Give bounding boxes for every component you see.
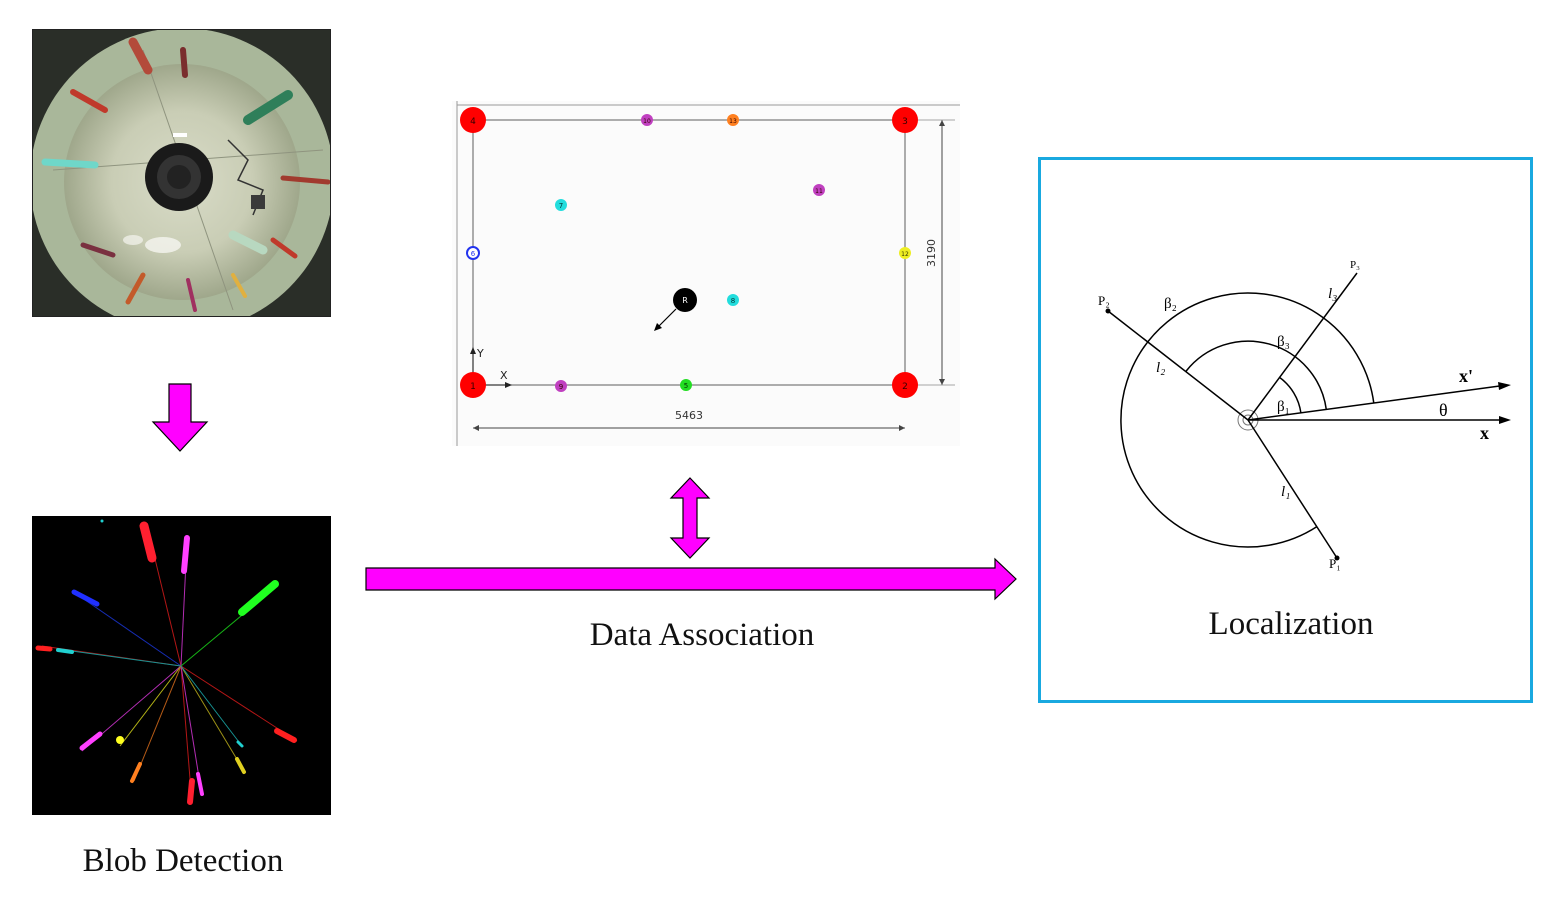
blob-detection-caption: Blob Detection bbox=[82, 843, 284, 879]
beta3-arc bbox=[1185, 340, 1328, 410]
magenta-bottom-blob bbox=[196, 772, 204, 796]
p2-ray bbox=[1107, 310, 1249, 421]
x-prime-axis-line bbox=[1247, 384, 1508, 421]
localization-diagram: x x' θ P₂ l₂ P₃ l₃ P₁ l₁ β₁ β₃ β₂ bbox=[1098, 259, 1511, 571]
magenta-left-blob bbox=[79, 731, 103, 751]
beta3-label: β₃ bbox=[1277, 334, 1290, 350]
svg-text:1: 1 bbox=[470, 382, 476, 392]
red-right-blob bbox=[274, 728, 297, 743]
beta2-arc bbox=[1120, 292, 1375, 548]
x-axis-label: x bbox=[1480, 423, 1489, 443]
orange-blob bbox=[130, 762, 142, 783]
landmark-6: 6 bbox=[466, 246, 480, 260]
red-small-blob bbox=[35, 645, 53, 652]
p1-label: P₁ bbox=[1329, 556, 1341, 571]
landmark-8: 8 bbox=[727, 294, 739, 306]
svg-text:11: 11 bbox=[815, 188, 823, 195]
svg-text:2: 2 bbox=[902, 382, 908, 392]
l1-label: l₁ bbox=[1281, 484, 1290, 500]
landmark-map: 5463 3190 Y X 1 2 3 4 5 6 7 8 9 10 11 12… bbox=[452, 101, 960, 446]
localization-caption: Localization bbox=[1208, 606, 1374, 642]
landmark-map-graphic: 5463 3190 Y X 1 2 3 4 5 6 7 8 9 10 11 12… bbox=[456, 101, 960, 446]
landmark-7: 7 bbox=[555, 199, 567, 211]
svg-text:13: 13 bbox=[729, 118, 737, 125]
l2-label: l₂ bbox=[1156, 360, 1165, 376]
landmark-4: 4 bbox=[460, 107, 486, 133]
landmark-5: 5 bbox=[680, 379, 692, 391]
red-blob bbox=[139, 521, 157, 563]
map-y-axis-label: Y bbox=[476, 347, 484, 360]
beta2-label: β₂ bbox=[1164, 296, 1177, 312]
landmark-12: 12 bbox=[899, 247, 911, 259]
robot-marker: R bbox=[654, 288, 697, 331]
map-x-axis-label: X bbox=[500, 369, 508, 382]
data-association-caption: Data Association bbox=[589, 617, 815, 653]
svg-text:3: 3 bbox=[902, 117, 908, 127]
beta1-arc bbox=[1279, 376, 1302, 414]
down-arrow-icon bbox=[151, 383, 209, 452]
p3-ray bbox=[1247, 272, 1358, 421]
right-arrow-icon bbox=[365, 557, 1017, 601]
svg-text:R: R bbox=[682, 296, 688, 305]
fisheye-image-graphic bbox=[33, 30, 330, 316]
svg-text:6: 6 bbox=[471, 250, 476, 258]
svg-text:9: 9 bbox=[559, 383, 563, 391]
svg-text:7: 7 bbox=[559, 202, 563, 210]
yellow-blob bbox=[116, 736, 124, 744]
svg-text:4: 4 bbox=[470, 117, 476, 127]
blob-image-graphic bbox=[32, 516, 331, 815]
green-blob bbox=[238, 580, 279, 616]
x-prime-axis-label: x' bbox=[1459, 366, 1473, 386]
landmark-1: 1 bbox=[460, 372, 486, 398]
width-dimension-label: 5463 bbox=[675, 409, 703, 422]
cyan-blob bbox=[56, 648, 74, 654]
p3-label: P₃ bbox=[1350, 259, 1360, 271]
fisheye-camera-image bbox=[32, 29, 331, 317]
landmark-13: 13 bbox=[727, 114, 739, 126]
theta-label: θ bbox=[1439, 400, 1448, 420]
landmark-11: 11 bbox=[813, 184, 825, 196]
p2-label: P₂ bbox=[1098, 293, 1110, 308]
landmark-2: 2 bbox=[892, 372, 918, 398]
localization-panel: x x' θ P₂ l₂ P₃ l₃ P₁ l₁ β₁ β₃ β₂ bbox=[1038, 157, 1533, 703]
landmark-3: 3 bbox=[892, 107, 918, 133]
l3-label: l₃ bbox=[1328, 286, 1337, 302]
cyan-small-blob bbox=[236, 740, 244, 748]
svg-text:12: 12 bbox=[901, 251, 909, 258]
blob-detection-image bbox=[32, 516, 331, 815]
landmark-10: 10 bbox=[641, 114, 653, 126]
svg-text:8: 8 bbox=[731, 297, 735, 305]
vertical-double-arrow-icon bbox=[669, 477, 711, 559]
svg-text:10: 10 bbox=[643, 118, 651, 125]
red-bottom-blob bbox=[187, 778, 195, 805]
p1-ray bbox=[1247, 419, 1338, 559]
landmark-9: 9 bbox=[555, 380, 567, 392]
height-dimension-label: 3190 bbox=[925, 239, 938, 267]
blue-blob bbox=[71, 589, 100, 607]
yellow-bottom-blob bbox=[235, 757, 246, 774]
magenta-blob bbox=[181, 535, 190, 574]
arena-boundary bbox=[472, 119, 906, 386]
svg-text:5: 5 bbox=[684, 382, 688, 390]
beta1-label: β₁ bbox=[1277, 399, 1290, 415]
